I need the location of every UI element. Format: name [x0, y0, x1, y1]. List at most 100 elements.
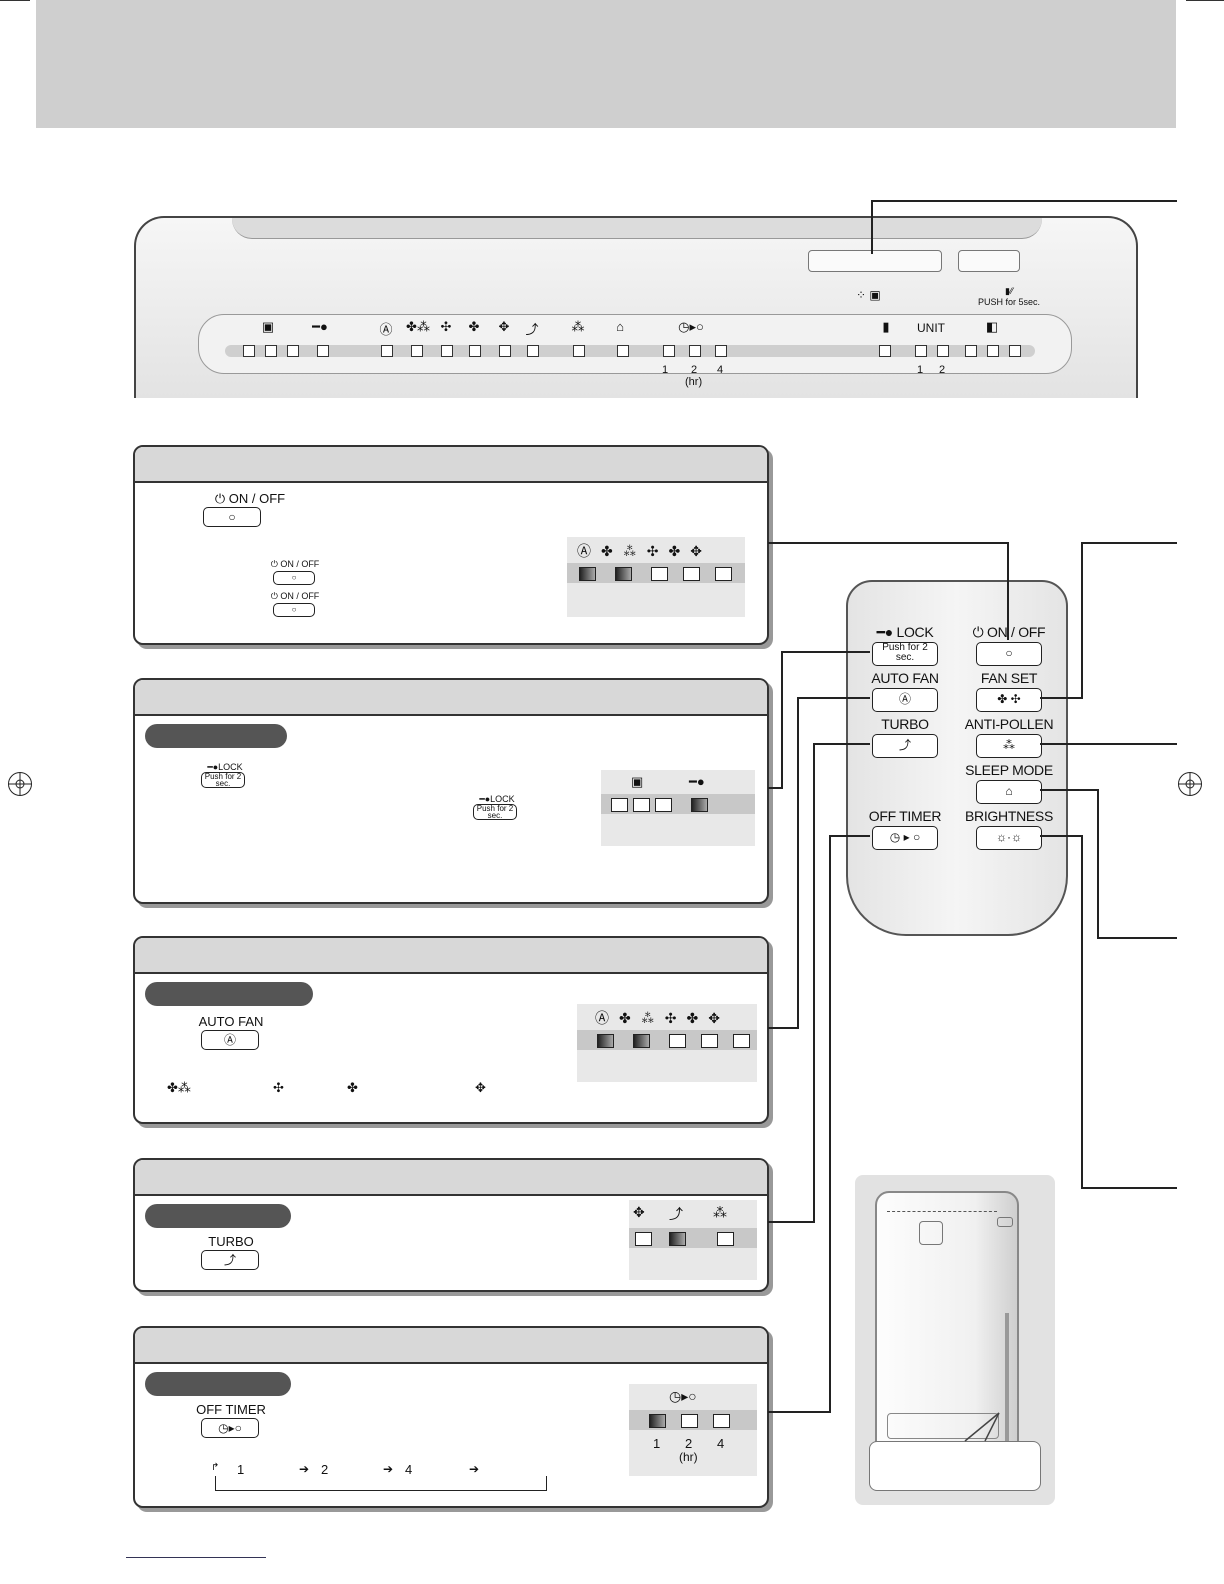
on-off-panel: ⏻ ON / OFF ○ ⏻ ON / OFF ○ ⏻ ON / OFF ○ Ⓐ…	[133, 445, 769, 645]
on-off-label: ON / OFF	[228, 491, 286, 506]
indicator-row	[629, 1410, 757, 1430]
lock-label: LOCK	[218, 762, 243, 772]
remote-off-timer-label: OFF TIMER	[868, 808, 942, 824]
indicator-led-on	[691, 798, 708, 812]
registration-mark-icon	[8, 772, 32, 796]
on-off-small-button[interactable]: ○	[273, 571, 315, 585]
remote-sleep-mode-button[interactable]: ⌂	[976, 780, 1042, 804]
fan-high-icon: ✥	[633, 1204, 645, 1220]
indicator-led	[655, 798, 672, 812]
power-icon: ⏻	[214, 491, 226, 506]
remote-turbo-label: TURBO	[881, 716, 929, 732]
header-band	[36, 0, 1176, 128]
auto-fan-button[interactable]: Ⓐ	[201, 1030, 259, 1050]
remote-on-off-button[interactable]: ○	[976, 642, 1042, 666]
panel-header	[135, 1328, 767, 1364]
fan-low-icon: ✣	[273, 1080, 284, 1095]
remote-lock-button[interactable]: Push for 2 sec.	[872, 642, 938, 666]
key-lock-icon: ━●	[312, 319, 328, 334]
remote-fan-set-label: FAN SET	[980, 670, 1038, 686]
on-off-small-label: ON / OFF	[280, 591, 320, 601]
remote-on-off-label: ON / OFF	[987, 624, 1046, 640]
off-timer-panel: OFF TIMER ◷▸○ ↱ 1 ➔ 2 ➔ 4 ➔ ◷▸○ 1 2 4 (h…	[133, 1326, 769, 1508]
remote-fan-set-button[interactable]: ✤ ✣	[976, 688, 1042, 712]
fan-high-icon: ✥	[475, 1080, 486, 1095]
key-icon: ━●	[479, 794, 491, 804]
timer-seq-3: 4	[405, 1462, 413, 1477]
dust-sensor-icon: ▣	[261, 319, 275, 334]
indicator-row	[601, 794, 755, 814]
indicator-led	[317, 345, 329, 357]
indicator-row	[567, 563, 745, 583]
key-icon: ━●	[876, 624, 894, 640]
fan-med-icon: ✤	[468, 319, 480, 334]
section-pill	[145, 1372, 291, 1396]
indicator-led	[573, 345, 585, 357]
lock-button[interactable]: Push for 2 sec.	[201, 772, 245, 788]
remote-anti-pollen-button[interactable]: ⁂	[976, 734, 1042, 758]
fan-indicator-box: Ⓐ✤⁂✣✤✥	[577, 1004, 757, 1082]
unit-control-strip	[887, 1203, 997, 1212]
indicator-led	[381, 345, 393, 357]
remote-control: ━● LOCK Push for 2 sec. ⏻ ON / OFF ○ AUT…	[846, 580, 1068, 936]
push-5sec-label: ▮⁄⁄ PUSH for 5sec.	[964, 286, 1054, 307]
off-timer-label: OFF TIMER	[196, 1402, 266, 1417]
lock-indicator-box: ▣ ━●	[601, 770, 755, 846]
unit-sensor	[919, 1221, 943, 1245]
turbo-button[interactable]: ⤴	[201, 1250, 259, 1270]
on-off-button[interactable]: ○	[203, 507, 261, 527]
remote-turbo-button[interactable]: ⤴	[872, 734, 938, 758]
indicator-led	[689, 345, 701, 357]
leader-line	[871, 200, 1177, 202]
off-timer-button[interactable]: ◷▸○	[201, 1418, 259, 1438]
device-reset-button[interactable]	[958, 250, 1020, 272]
fan-low-icon: ✣	[440, 319, 452, 334]
remote-off-timer-button[interactable]: ◷ ▸ ○	[872, 826, 938, 850]
indicator-strip: ▣ ━● Ⓐ ✤⁂ ✣ ✤ ✥ ⤴ ⁂ ⌂ ◷▸○ ▮ UNIT ◧	[198, 314, 1072, 374]
fan-forest-icon: ✤⁂	[167, 1080, 191, 1095]
indicator-led	[265, 345, 277, 357]
product-photo	[855, 1175, 1055, 1505]
indicator-led	[411, 345, 423, 357]
remote-auto-fan-button[interactable]: Ⓐ	[872, 688, 938, 712]
fan-high-icon: ✥	[498, 319, 510, 334]
auto-fan-panel: AUTO FAN Ⓐ ✤⁂ ✣ ✤ ✥ Ⓐ✤⁂✣✤✥	[133, 936, 769, 1124]
sleep-mode-icon: ⌂	[616, 319, 624, 334]
indicator-led	[287, 345, 299, 357]
indicator-led	[469, 345, 481, 357]
key-icon: ━●	[207, 762, 219, 772]
arrow-icon: ↱	[211, 1462, 220, 1473]
timer-indicator-box: ◷▸○ 1 2 4 (hr)	[629, 1384, 757, 1476]
dust-sensor-icon: ▣	[631, 774, 644, 789]
turbo-label: TURBO	[208, 1234, 254, 1249]
indicator-row	[629, 1228, 757, 1248]
indicator-led	[635, 1232, 652, 1246]
on-off-small-button[interactable]: ○	[273, 603, 315, 617]
timer-unit: (hr)	[685, 376, 703, 388]
indicator-led	[681, 1414, 698, 1428]
callout-line	[964, 1412, 1000, 1442]
panel-header	[135, 1160, 767, 1196]
indicator-led-on	[649, 1414, 666, 1428]
remote-anti-pollen-label: ANTI-POLLEN	[964, 716, 1054, 732]
indicator-led	[441, 345, 453, 357]
timer-unit: (hr)	[679, 1450, 698, 1464]
lock-button[interactable]: Push for 2 sec.	[473, 804, 517, 820]
unit-number: 1	[917, 364, 924, 376]
remote-lock-label: LOCK	[896, 624, 934, 640]
footer-rule	[126, 1557, 266, 1558]
remote-sleep-mode-label: SLEEP MODE	[965, 762, 1053, 778]
humidity-icon: ◧	[985, 319, 999, 334]
fan-mode-icons: Ⓐ✤⁂✣✤✥	[595, 1010, 730, 1026]
unit-side-slot	[1005, 1313, 1009, 1443]
registration-mark-icon	[1178, 772, 1202, 796]
timer-number: 4	[717, 1436, 725, 1451]
indicator-led	[713, 1414, 730, 1428]
indicator-led	[987, 345, 999, 357]
remote-brightness-button[interactable]: ☼·☼	[976, 826, 1042, 850]
turbo-icon: ⤴	[669, 1206, 683, 1222]
timer-number: 2	[685, 1436, 693, 1451]
device-sensor-window	[808, 250, 942, 272]
arrow-right-icon: ➔	[469, 1462, 480, 1476]
